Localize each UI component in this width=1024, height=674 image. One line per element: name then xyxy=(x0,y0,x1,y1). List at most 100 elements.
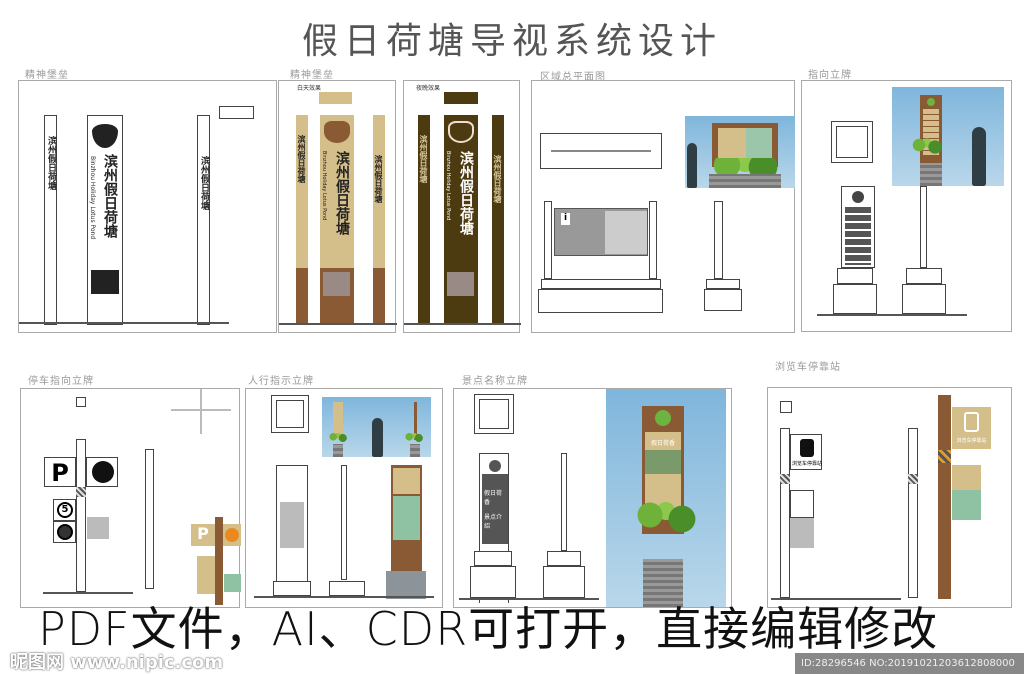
ground-line xyxy=(404,323,521,325)
section-label: 精神堡垒 xyxy=(25,70,69,81)
pedestrian-sign-panel xyxy=(245,388,443,608)
parking-icon: P xyxy=(44,457,76,487)
speed-sign-render xyxy=(197,556,215,594)
side-pillar: 滨州假日荷塘 xyxy=(296,115,308,268)
render-image xyxy=(685,116,795,188)
day-label: 白天效果 xyxy=(297,85,322,92)
main-pillar: 滨州假日荷塘 Binzhou Holiday Lotus Pond xyxy=(320,115,354,268)
speed-limit-sign: 5 xyxy=(53,499,76,521)
pillar-text: 滨州假日荷塘 xyxy=(493,155,502,203)
ground-line xyxy=(43,592,133,594)
person-silhouette xyxy=(972,127,986,186)
render-image xyxy=(892,87,1004,186)
direction-sign-panel xyxy=(801,80,1012,332)
spirit-fortress-drawing-panel: 滨州假日荷塘 滨州假日荷塘 Binzhou Holiday Lotus Pond… xyxy=(18,80,277,333)
top-view xyxy=(444,92,478,104)
lotus-logo-icon xyxy=(324,121,350,143)
hatch-band xyxy=(76,487,86,497)
day-effect-panel: 白天效果 滨州假日荷塘 滨州假日荷塘 Binzhou Holiday Lotus… xyxy=(278,80,397,333)
section-label: 浏览车停靠站 xyxy=(775,362,841,373)
pillar-text: 滨州假日荷塘 xyxy=(199,156,209,210)
scenic-name-sign-panel: 假日荷香景点介绍 假日荷香 xyxy=(453,388,732,608)
base-top xyxy=(906,268,942,284)
post xyxy=(544,201,552,279)
side-post xyxy=(920,186,927,268)
section-label: 精神堡垒 xyxy=(290,70,334,81)
pillar-text: 滨州假日荷塘 xyxy=(374,155,383,203)
sign-front xyxy=(276,465,308,585)
page-title: 假日荷塘导视系统设计 xyxy=(301,21,722,62)
map-image xyxy=(224,574,241,592)
no-horn-sign xyxy=(53,521,76,543)
main-sign-text: 滨州假日荷塘 xyxy=(334,151,350,235)
sightseeing-stop-panel: 浏览车停靠站 浏览车停靠站 xyxy=(767,387,1012,608)
base xyxy=(902,284,946,314)
render-sign xyxy=(391,465,422,571)
ground-line xyxy=(279,323,397,325)
lotus-logo-icon xyxy=(92,124,118,148)
person-silhouette xyxy=(372,418,383,457)
hatch-band xyxy=(780,474,790,484)
info-icon: i xyxy=(561,213,570,225)
top-view xyxy=(831,121,873,163)
flower-bed xyxy=(700,158,790,176)
base xyxy=(833,284,877,314)
side-post xyxy=(714,201,723,279)
map-image xyxy=(952,490,981,520)
section-label: 停车指向立牌 xyxy=(28,376,94,387)
speed-limit-icon: 5 xyxy=(57,502,73,518)
side-pillar: 滨州假日荷塘 xyxy=(373,115,385,268)
top-view xyxy=(540,133,662,169)
side-post xyxy=(908,428,918,598)
logo-icon xyxy=(655,410,671,426)
top-view xyxy=(474,394,514,434)
side-pillar: 滨州假日荷塘 xyxy=(492,115,504,323)
scenic-intro: 景点介绍 xyxy=(484,514,503,530)
night-effect-panel: 夜晚效果 滨州假日荷塘 滨州假日荷塘 Binzhou Holiday Lotus… xyxy=(403,80,521,333)
top-view xyxy=(219,106,254,119)
pillar-text: 滨州假日荷塘 xyxy=(419,135,428,183)
parking-icon: P xyxy=(191,524,215,546)
pole xyxy=(780,428,790,598)
bus-sign: 浏览车停靠站 xyxy=(790,434,822,470)
ground-line xyxy=(817,314,967,316)
lotus-logo-icon xyxy=(448,121,474,143)
side-post xyxy=(341,465,347,580)
section-label: 区域总平面图 xyxy=(540,72,606,83)
section-label: 指向立牌 xyxy=(808,70,852,81)
area-plan-panel: i xyxy=(531,80,795,333)
bus-sign-render: 浏览车停靠站 xyxy=(952,407,991,449)
bus-stop-label: 浏览车停靠站 xyxy=(791,461,822,467)
pillar-base xyxy=(296,268,308,323)
side-post xyxy=(145,449,154,589)
scenic-title: 假日荷香 xyxy=(650,440,675,447)
ground-line xyxy=(254,596,434,598)
base xyxy=(538,289,663,313)
footer-text: PDF文件，AI、CDR可打开，直接编辑修改 xyxy=(38,602,939,656)
base-top xyxy=(837,268,873,284)
top-view xyxy=(271,395,309,433)
main-pillar-base xyxy=(320,268,354,323)
map-image xyxy=(87,517,109,539)
post xyxy=(649,201,657,279)
sign-front xyxy=(841,186,875,268)
main-sign-text: 滨州假日荷塘 xyxy=(102,154,118,238)
image-id: ID:28296546 NO:20191021203612808000 xyxy=(795,653,1024,674)
main-sign-en: Binzhou Holiday Lotus Pond xyxy=(89,156,96,240)
top-view xyxy=(780,401,792,413)
top-view xyxy=(76,397,86,407)
pillar-text: 滨州假日荷塘 xyxy=(46,136,56,190)
watermark: 昵图网 www.nipic.com xyxy=(10,652,224,673)
map-image xyxy=(605,211,647,254)
scenic-icon xyxy=(86,457,118,487)
pole xyxy=(76,439,86,592)
night-label: 夜晚效果 xyxy=(416,85,441,92)
side-pillar: 滨州假日荷塘 xyxy=(418,115,430,323)
scenic-icon xyxy=(223,524,241,546)
side-post xyxy=(561,453,567,551)
section-label: 景点名称立牌 xyxy=(462,376,528,387)
side-pillar: 滨州假日荷塘 xyxy=(44,115,57,325)
no-horn-icon xyxy=(57,524,73,540)
base xyxy=(704,289,742,311)
base-top xyxy=(706,279,740,289)
